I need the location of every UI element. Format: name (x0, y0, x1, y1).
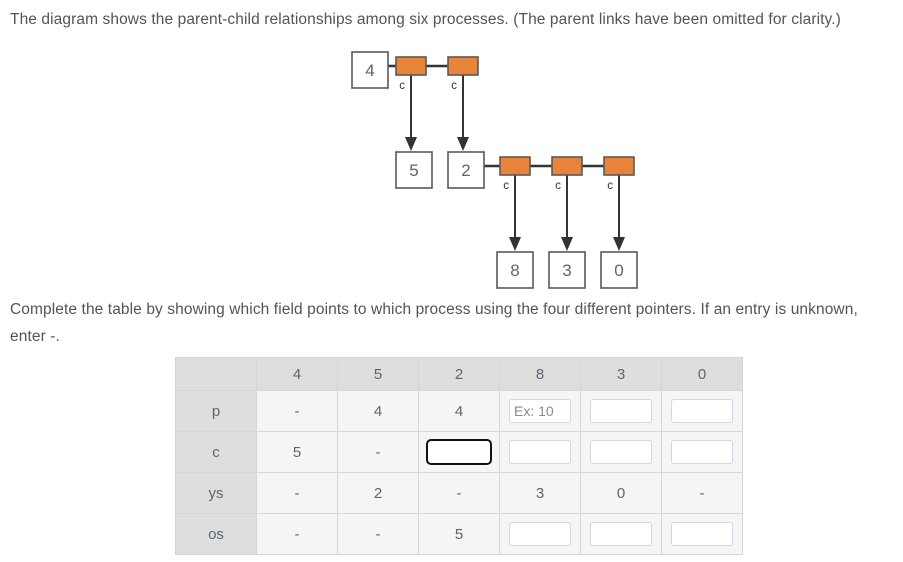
answer-input-p-8[interactable] (509, 399, 571, 423)
table-column-header-2: 2 (418, 357, 500, 391)
svg-text:c: c (555, 180, 561, 192)
table-cell-value-os-4: - (256, 513, 338, 555)
table-cell-input-wrapper (499, 431, 581, 473)
svg-text:c: c (451, 80, 457, 92)
table-cell-value-ys-0: - (661, 472, 743, 514)
answer-input-c-0[interactable] (671, 440, 733, 464)
table-cell-value-p-5: 4 (337, 390, 419, 432)
svg-text:c: c (399, 80, 405, 92)
table-body: p-44c5-ys-2-30-os--5 (175, 390, 743, 555)
table-cell-input-wrapper (499, 513, 581, 555)
table-cell-value-ys-5: 2 (337, 472, 419, 514)
table-cell-input-wrapper (418, 431, 500, 473)
table-cell-input-wrapper (580, 431, 662, 473)
table-column-header-4: 4 (256, 357, 338, 391)
svg-text:3: 3 (562, 261, 571, 280)
table-column-header-5: 5 (337, 357, 419, 391)
table-row-header-ys: ys (175, 472, 257, 514)
answer-input-c-3[interactable] (590, 440, 652, 464)
table-row-header-os: os (175, 513, 257, 555)
table-cell-input-wrapper (580, 390, 662, 432)
table-cell-input-wrapper (499, 390, 581, 432)
svg-text:0: 0 (614, 261, 623, 280)
table-cell-value-p-2: 4 (418, 390, 500, 432)
table-column-header-8: 8 (499, 357, 581, 391)
diagram-canvas: c c c c c 4 5 2 8 3 0 (351, 51, 638, 289)
table-row-header-c: c (175, 431, 257, 473)
svg-text:2: 2 (461, 161, 470, 180)
table-cell-value-os-5: - (337, 513, 419, 555)
table-cell-input-wrapper (661, 513, 743, 555)
answer-input-os-8[interactable] (509, 522, 571, 546)
answer-input-p-3[interactable] (590, 399, 652, 423)
answer-input-os-3[interactable] (590, 522, 652, 546)
svg-text:8: 8 (510, 261, 519, 280)
answer-input-os-0[interactable] (671, 522, 733, 546)
table-cell-value-c-5: - (337, 431, 419, 473)
table-cell-value-os-2: 5 (418, 513, 500, 555)
answer-input-c-2[interactable] (426, 439, 492, 465)
table-row: os--5 (175, 513, 743, 555)
svg-text:5: 5 (409, 161, 418, 180)
table-cell-input-wrapper (661, 431, 743, 473)
table-cell-value-ys-2: - (418, 472, 500, 514)
answer-input-p-0[interactable] (671, 399, 733, 423)
answer-input-c-8[interactable] (509, 440, 571, 464)
table-cell-input-wrapper (580, 513, 662, 555)
table-cell-value-ys-4: - (256, 472, 338, 514)
table-cell-input-wrapper (661, 390, 743, 432)
instruction-paragraph: Complete the table by showing which fiel… (10, 301, 858, 345)
process-relationship-diagram: c c c c c 4 5 2 8 3 0 (340, 45, 660, 290)
svg-text:4: 4 (365, 61, 374, 80)
svg-text:c: c (503, 180, 509, 192)
table-column-header-0: 0 (661, 357, 743, 391)
table-cell-value-ys-3: 0 (580, 472, 662, 514)
table-column-header-3: 3 (580, 357, 662, 391)
table-row-header-p: p (175, 390, 257, 432)
intro-paragraph: The diagram shows the parent-child relat… (10, 11, 841, 28)
table-cell-value-c-4: 5 (256, 431, 338, 473)
table-cell-value-p-4: - (256, 390, 338, 432)
table-corner-cell (175, 357, 257, 391)
svg-text:c: c (607, 180, 613, 192)
table-cell-value-ys-8: 3 (499, 472, 581, 514)
